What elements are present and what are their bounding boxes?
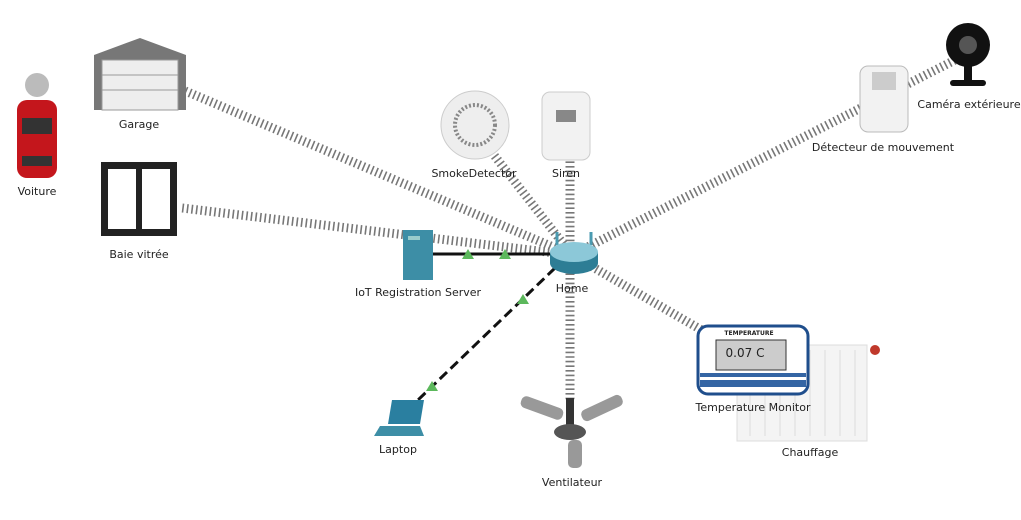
temperature-title: TEMPERATURE [724,330,774,337]
label-home: Home [555,282,589,295]
label-laptop: Laptop [379,443,417,456]
siren-icon[interactable] [541,91,591,161]
server-icon[interactable] [403,230,433,280]
camera-icon[interactable] [946,23,990,86]
link-status-up-icon [462,249,474,259]
link-status-up-icon [426,381,438,391]
label-garage: Garage [118,118,160,131]
label-camera: Caméra extérieure [917,98,1021,111]
motion-detector-icon[interactable] [859,65,909,133]
wireless-link-baie[interactable] [181,203,573,260]
router-icon[interactable] [550,232,598,274]
label-temp-monitor: Temperature Monitor [695,401,811,414]
link-status-up-icon [499,249,511,259]
temperature-value: 0.07 C [725,346,765,360]
wireless-link-garage[interactable] [181,85,574,260]
label-ventilateur: Ventilateur [541,476,603,489]
label-siren: Siren [551,167,581,180]
label-detecteur: Détecteur de mouvement [811,141,955,154]
smoke-detector-icon[interactable] [440,90,510,160]
laptop-icon[interactable] [374,400,424,436]
car-icon[interactable] [17,73,57,178]
label-chauffage: Chauffage [781,446,839,459]
link-status-up-icon [517,294,529,304]
wired-link-laptop[interactable] [416,266,557,402]
label-baie: Baie vitrée [109,248,169,261]
label-server: IoT Registration Server [354,286,482,299]
wireless-link-smoke[interactable] [486,147,576,258]
label-smoke: SmokeDetector [431,167,517,180]
label-voiture: Voiture [17,185,57,198]
temperature-monitor-icon[interactable] [696,324,810,396]
window-icon[interactable] [101,162,177,236]
garage-icon[interactable] [94,38,186,111]
ceiling-fan-icon[interactable] [519,393,624,468]
